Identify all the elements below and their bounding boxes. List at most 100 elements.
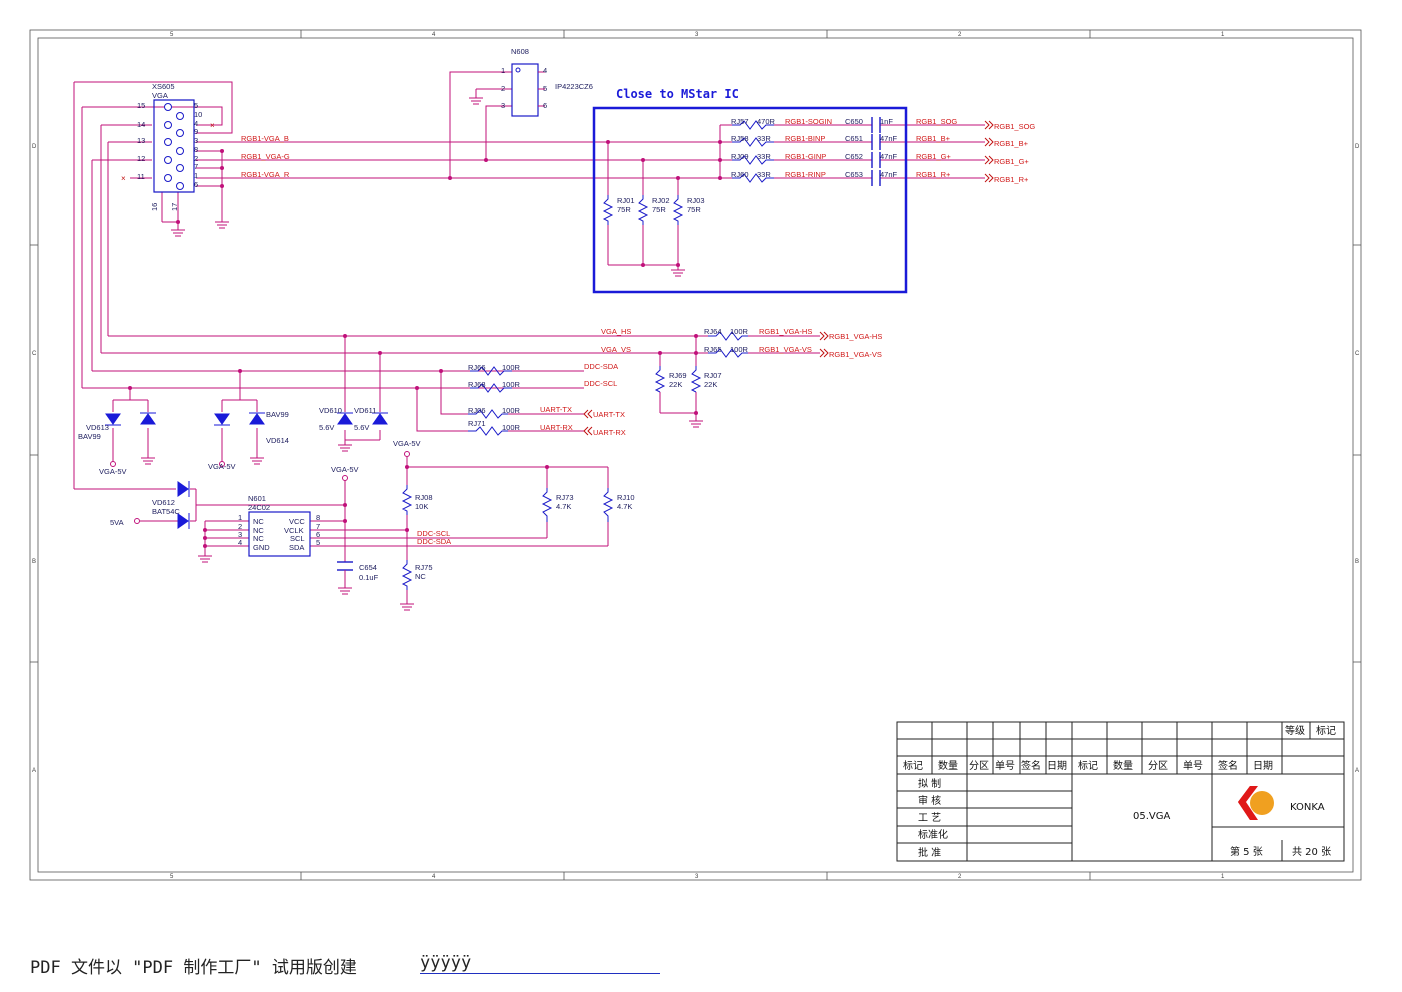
rj68-ref: RJ68: [468, 380, 486, 389]
tb-h10: 单号: [1183, 760, 1203, 772]
pwr-vga5v-2: VGA-5V: [208, 462, 236, 471]
c650-ref: C650: [845, 117, 863, 126]
footer-link[interactable]: ÿÿÿÿÿ: [420, 953, 660, 974]
vga-pin-14: 14: [137, 120, 145, 129]
n601-eeprom: N601 24C02 NC NC NC GND VCC VCLK SCL SDA…: [238, 494, 320, 557]
vga-name: VGA: [152, 91, 168, 100]
vd612-ref: VD612: [152, 498, 175, 507]
vd613-ref: VD613: [86, 423, 109, 432]
tb-grade: 等级: [1285, 724, 1305, 737]
zone-col-5: 5: [170, 32, 174, 38]
net-uart-tx: UART-TX: [540, 405, 572, 414]
vd610-ref: VD610: [319, 406, 342, 415]
c651-value: 47nF: [880, 134, 898, 143]
tb-h4: 单号: [995, 760, 1015, 772]
vga-pin-8: 8: [194, 145, 198, 154]
vd614-ref: VD614: [266, 436, 289, 445]
vga-pin-13: 13: [137, 136, 145, 145]
rj68-value: 100R: [502, 380, 521, 389]
tb-h5: 签名: [1021, 759, 1041, 772]
port-vs: RGB1_VGA-VS: [829, 350, 882, 359]
tb-h11: 签名: [1218, 759, 1238, 772]
rj69-ref: RJ69: [669, 371, 687, 380]
ground-symbols: [141, 97, 703, 611]
sheet-number: 第 5 张: [1230, 845, 1263, 858]
n608-pin1: 1: [501, 66, 505, 75]
vga-pin-15: 15: [137, 101, 145, 110]
vd614-part: BAV99: [266, 410, 289, 419]
wires: [73, 71, 985, 604]
rj09-value: 33R: [757, 152, 771, 161]
shunt-resistors: [401, 195, 702, 590]
rj65-value: 100R: [730, 345, 749, 354]
schematic-canvas: 5 4 3 2 1 5 4 3 2 1 D C B A D C B A: [29, 29, 1362, 881]
rj65-ref: RJ65: [704, 345, 722, 354]
tb-role-approve: 批 准: [918, 846, 941, 859]
rj10-value: 4.7K: [617, 502, 632, 511]
zone-col-2: 2: [958, 32, 962, 38]
net-ddc-sda-2: DDC-SDA: [417, 537, 451, 546]
sheet-total: 共 20 张: [1292, 846, 1331, 858]
net-hs-mid: RGB1_VGA-HS: [759, 327, 812, 336]
n601-pinnum-4: 4: [238, 538, 242, 547]
rj71-ref: RJ71: [468, 419, 486, 428]
c654-value: 0.1uF: [359, 573, 379, 582]
vd610-value: 5.6V: [319, 423, 334, 432]
port-uart-rx: UART-RX: [593, 428, 626, 437]
n601-pin-scl: SCL: [290, 534, 305, 543]
n601-pin-gnd: GND: [253, 543, 270, 552]
rj09-ref: RJ09: [731, 152, 749, 161]
n601-pinnum-8: 8: [316, 513, 320, 522]
tb-h1: 标记: [903, 760, 923, 772]
zone-col-1: 1: [1221, 32, 1225, 38]
zone-row-b-right: B: [1355, 559, 1359, 565]
vga-pin-2: 2: [194, 154, 198, 163]
vd613-part: BAV99: [78, 432, 101, 441]
rj01-ref: RJ01: [617, 196, 635, 205]
zone-col-5-bottom: 5: [170, 874, 174, 880]
vd612-part: BAT54C: [152, 507, 180, 516]
konka-logo: [1238, 786, 1274, 820]
drawing-name: 05.VGA: [1133, 811, 1170, 822]
port-gplus: RGB1_G+: [994, 157, 1029, 166]
zone-col-4-bottom: 4: [432, 874, 436, 880]
tb-h8: 数量: [1113, 759, 1133, 772]
net-vga-g: RGB1_VGA-G: [241, 152, 290, 161]
n608-ref: N608: [511, 47, 529, 56]
port-sog: RGB1_SOG: [994, 122, 1035, 131]
n608-part: IP4223CZ6: [555, 82, 593, 91]
junction-dots: [128, 140, 722, 548]
n601-pin-nc1: NC: [253, 517, 264, 526]
vga-pin-4: 4: [194, 119, 198, 128]
n601-pin-nc2: NC: [253, 526, 264, 535]
rj64-ref: RJ64: [704, 327, 722, 336]
tb-h9: 分区: [1148, 760, 1168, 772]
c653-value: 47nF: [880, 170, 898, 179]
rj75-ref: RJ75: [415, 563, 433, 572]
n601-pinnum-1: 1: [238, 513, 242, 522]
rj57-ref: RJ57: [731, 117, 749, 126]
n601-pinnum-3: 3: [238, 530, 242, 539]
rj69-value: 22K: [669, 380, 682, 389]
vd611-ref: VD611: [354, 406, 376, 415]
rj02-value: 75R: [652, 205, 666, 214]
footer-note: PDF 文件以 "PDF 制作工厂" 试用版创建: [30, 958, 357, 978]
vga-pin-3: 3: [194, 136, 198, 145]
c651-ref: C651: [845, 134, 863, 143]
zone-row-a: A: [32, 768, 36, 774]
placement-note: Close to MStar IC: [616, 87, 739, 101]
rj73-value: 4.7K: [556, 502, 571, 511]
pwr-vga5v-4: VGA-5V: [393, 439, 421, 448]
tb-h2: 数量: [938, 759, 958, 772]
company-name: KONKA: [1290, 802, 1325, 813]
rj57-value: 470R: [757, 117, 776, 126]
net-ddc-scl-2: DDC-SCL: [417, 529, 450, 538]
port-arrows: [583, 120, 994, 436]
net-vs-mid: RGB1_VGA-VS: [759, 345, 812, 354]
net-vga-hs: VGA_HS: [601, 327, 631, 336]
port-bplus: RGB1_B+: [994, 139, 1029, 148]
n601-pinnum-7: 7: [316, 522, 320, 531]
vga-pin-11: 11: [137, 172, 145, 181]
zone-row-d-right: D: [1355, 144, 1360, 150]
c654-ref: C654: [359, 563, 377, 572]
